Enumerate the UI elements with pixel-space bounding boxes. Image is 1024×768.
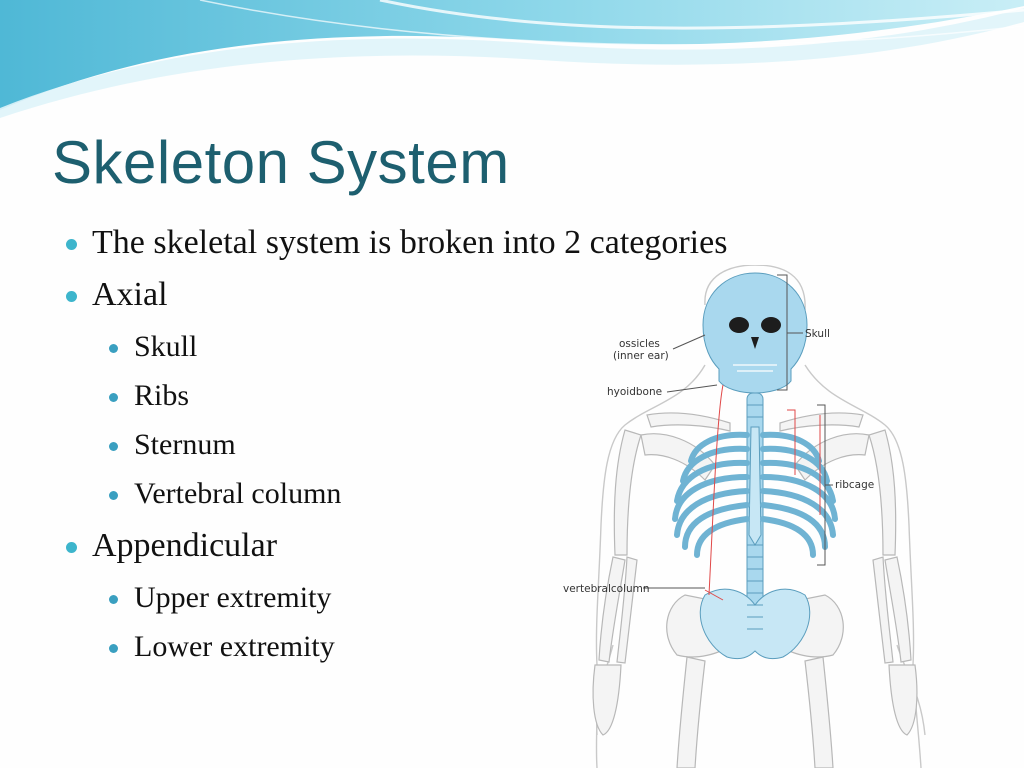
- label-vertebral-column: vertebralcolumn: [563, 583, 650, 595]
- clavicle-right: [779, 412, 864, 432]
- sub-bullet-dot: [109, 595, 118, 604]
- bullet-dot: [66, 239, 77, 250]
- clavicle-left: [646, 412, 731, 432]
- sub-bullet-sternum: Sternum: [134, 428, 236, 461]
- bullet-categories: The skeletal system is broken into 2 cat…: [92, 224, 728, 261]
- bullet-appendicular: Appendicular: [92, 527, 278, 564]
- label-rib-cage: ribcage: [835, 479, 874, 491]
- sub-bullet-upper-extremity: Upper extremity: [134, 581, 332, 614]
- sub-bullet-lower-extremity: Lower extremity: [134, 630, 335, 663]
- bullet-axial: Axial: [92, 276, 168, 313]
- sub-bullet-dot: [109, 491, 118, 500]
- sub-bullet-skull: Skull: [134, 330, 198, 363]
- bullet-dot: [66, 542, 77, 553]
- sub-bullet-dot: [109, 393, 118, 402]
- header-wave: [0, 0, 1024, 118]
- sub-bullet-vertebral-column: Vertebral column: [134, 477, 342, 510]
- label-hyoid-bone: hyoidbone: [607, 386, 662, 398]
- sub-bullet-ribs: Ribs: [134, 379, 190, 412]
- skeleton-diagram: ossicles (inner ear) hyoidbone Skull rib…: [563, 265, 926, 768]
- sub-bullet-dot: [109, 442, 118, 451]
- bullet-dot: [66, 291, 77, 302]
- label-inner-ear: (inner ear): [613, 350, 669, 362]
- label-skull: Skull: [805, 328, 830, 340]
- sub-bullet-dot: [109, 644, 118, 653]
- label-ossicles: ossicles: [619, 338, 660, 350]
- slide-title: Skeleton System: [52, 129, 510, 196]
- sub-bullet-dot: [109, 344, 118, 353]
